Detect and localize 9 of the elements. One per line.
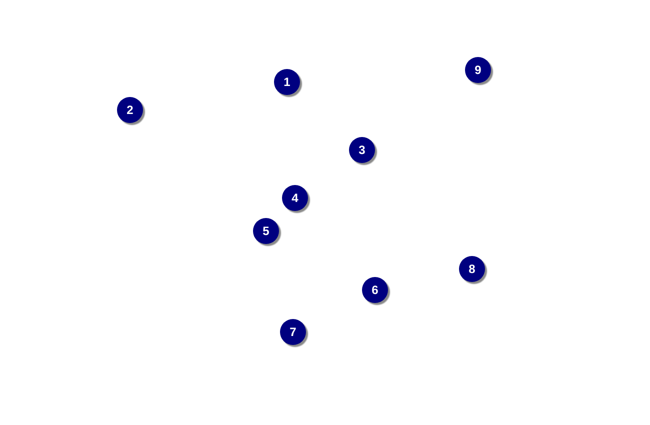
callout-number: 4 — [282, 185, 308, 211]
callout-number: 2 — [117, 97, 143, 123]
callout-number: 5 — [253, 218, 279, 244]
callout-number: 1 — [274, 69, 300, 95]
callout-number: 8 — [459, 256, 485, 282]
callout-number: 7 — [280, 319, 306, 345]
callout-number: 6 — [362, 277, 388, 303]
callout-number: 3 — [349, 137, 375, 163]
callout-number: 9 — [465, 57, 491, 83]
